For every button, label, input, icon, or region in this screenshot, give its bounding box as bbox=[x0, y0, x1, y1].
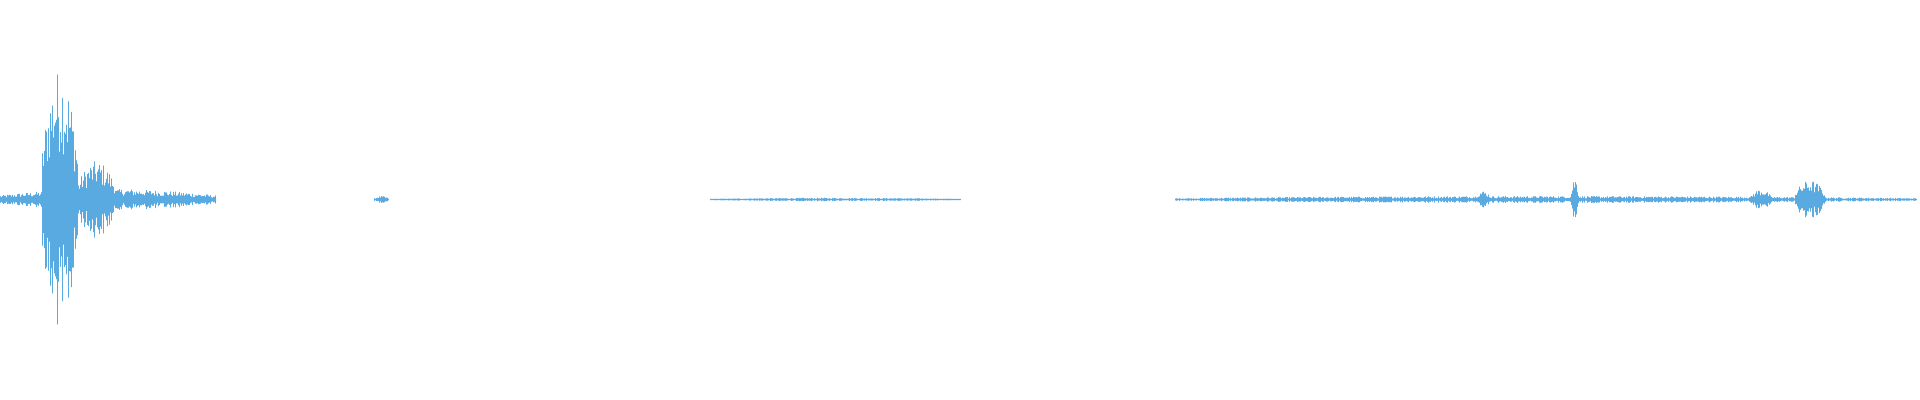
waveform-bars bbox=[0, 74, 1917, 325]
